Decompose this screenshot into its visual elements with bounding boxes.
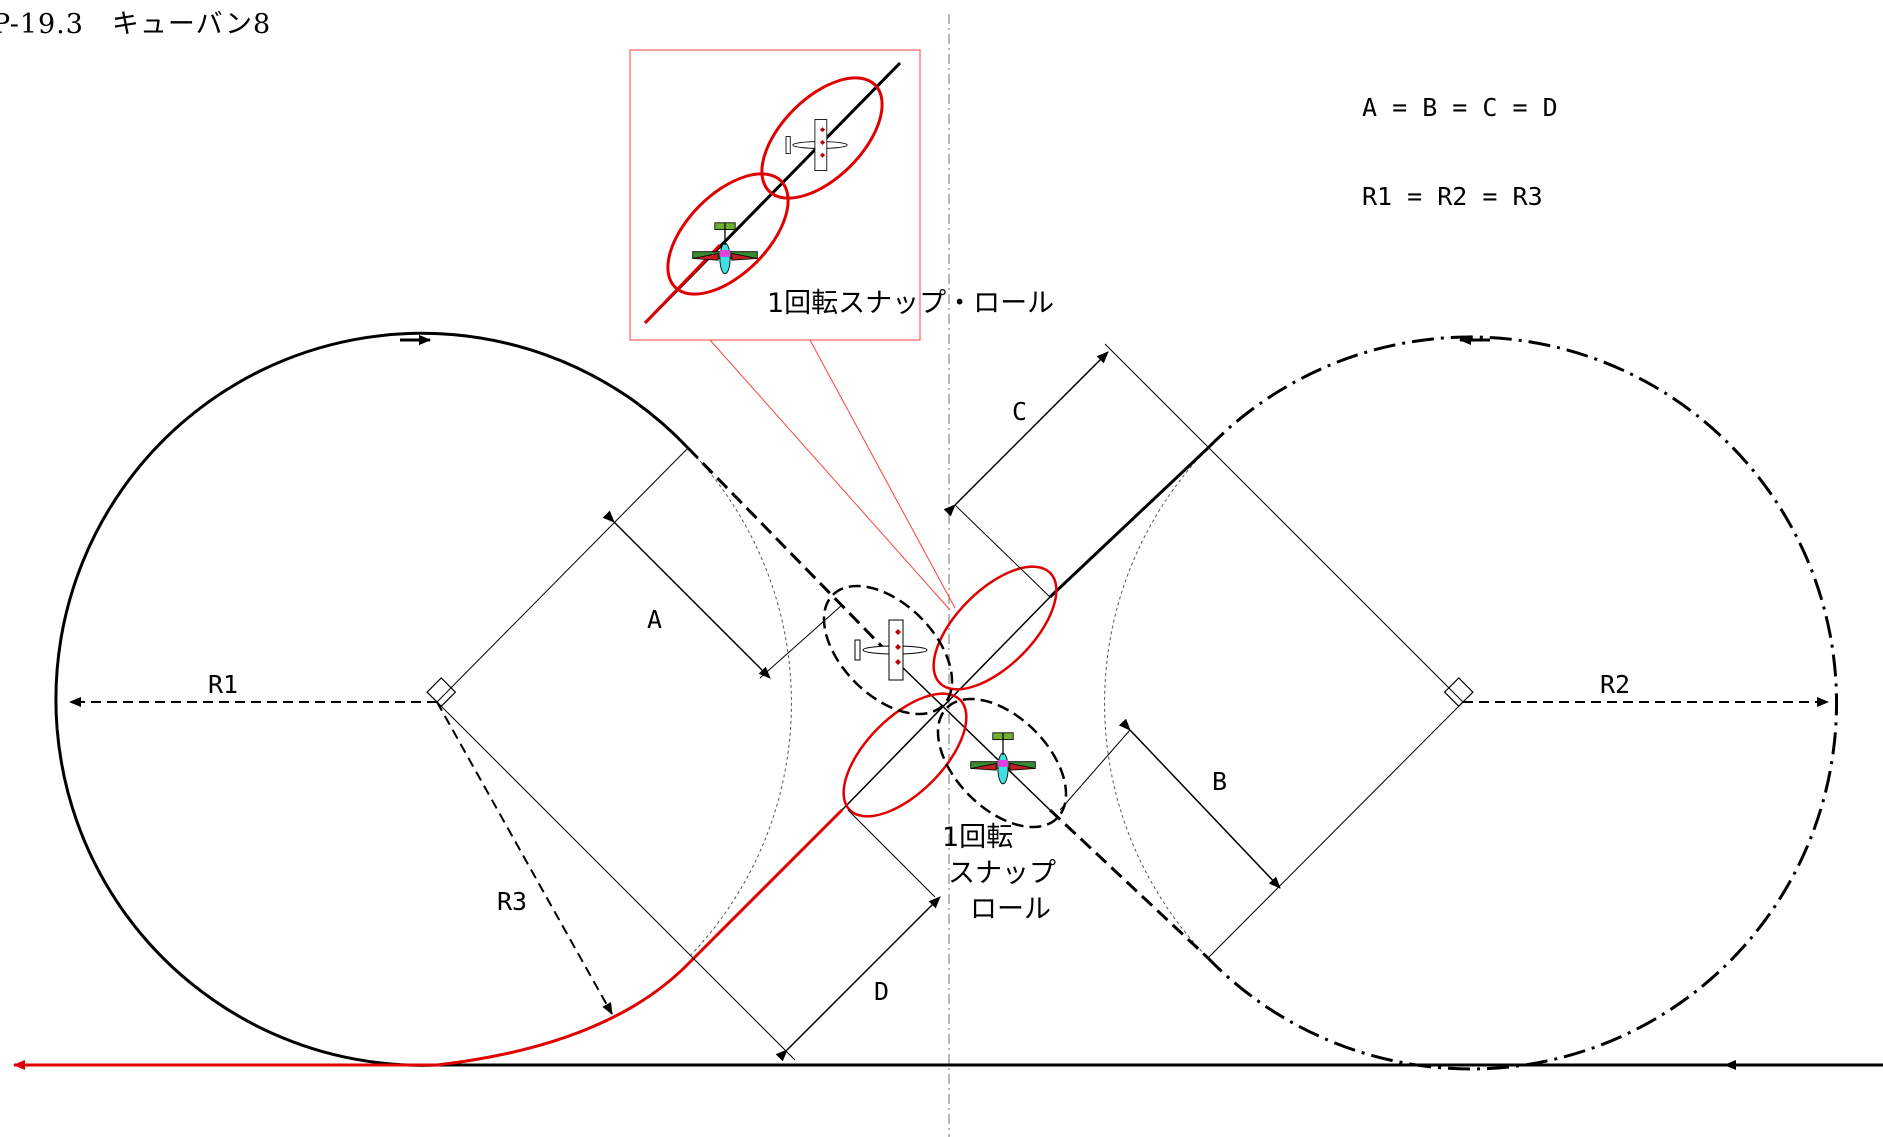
r3-arrow [436, 701, 613, 1015]
right-ascent-solid [1048, 446, 1210, 599]
right-descent-dashed [1048, 808, 1210, 960]
left-inner-arc [687, 447, 792, 959]
snap-ellipse-upper [932, 565, 1058, 691]
right-inner-arc [1104, 447, 1209, 959]
label-r3: R3 [497, 887, 527, 916]
exit-path-red [436, 808, 844, 1067]
left-loop-path [54, 331, 690, 1067]
equation-abcd: A = B = C = D [1362, 93, 1558, 122]
snap-roll-label-line1: 1回転 [942, 822, 1013, 853]
left-descent-dashed [686, 446, 902, 667]
label-d: D [874, 977, 889, 1006]
snap-roll-label-line2: スナップ [948, 858, 1056, 889]
snap-roll-label-inset: 1回転スナップ・ロール [767, 288, 1054, 319]
label-a: A [647, 605, 662, 634]
plane-ellipse-left [822, 584, 954, 716]
label-c: C [1012, 397, 1027, 426]
label-r2: R2 [1600, 670, 1630, 699]
label-b: B [1212, 767, 1227, 796]
plane-ellipse-right [936, 697, 1068, 829]
snap-ellipse-lower [842, 692, 968, 818]
snap-roll-label-line3: ロール [970, 894, 1051, 925]
airplane-front-view-icon [970, 732, 1036, 785]
right-loop-path [1206, 335, 1838, 1071]
page-title: P-19.3 キューバン8 [0, 9, 272, 40]
label-r1: R1 [208, 670, 238, 699]
equation-r123: R1 = R2 = R3 [1362, 182, 1543, 211]
